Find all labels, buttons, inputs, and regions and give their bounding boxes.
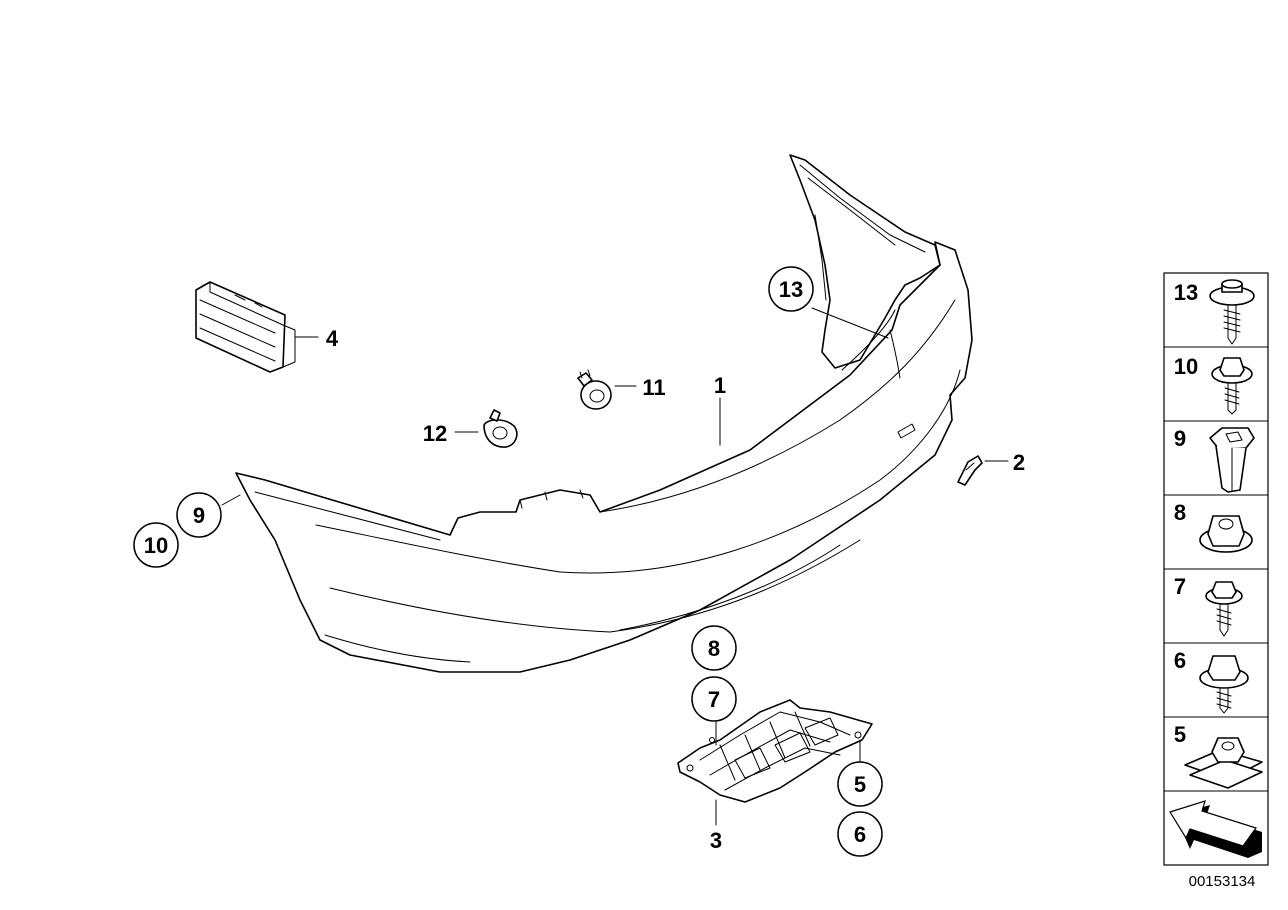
clip-nut-icon bbox=[1184, 737, 1263, 789]
hex-flange-screw-icon bbox=[1211, 357, 1253, 415]
callout-3[interactable]: 3 bbox=[710, 828, 722, 853]
large-hex-screw-icon bbox=[1199, 655, 1249, 714]
svg-text:8: 8 bbox=[708, 636, 720, 661]
svg-text:6: 6 bbox=[854, 822, 866, 847]
svg-text:9: 9 bbox=[193, 503, 205, 528]
clip-part-12[interactable] bbox=[483, 409, 518, 448]
legend-item-13[interactable]: 13 bbox=[1174, 279, 1255, 345]
clip-part-11[interactable] bbox=[577, 369, 612, 410]
orientation-arrow-icon bbox=[1169, 800, 1262, 858]
svg-text:9: 9 bbox=[1174, 426, 1186, 451]
svg-text:10: 10 bbox=[1174, 354, 1198, 379]
legend-item-9[interactable]: 9 bbox=[1174, 426, 1255, 493]
callout-2[interactable]: 2 bbox=[1013, 450, 1025, 475]
bracket-part-2[interactable] bbox=[957, 455, 983, 486]
svg-text:3: 3 bbox=[710, 828, 722, 853]
svg-text:7: 7 bbox=[708, 687, 720, 712]
callout-1[interactable]: 1 bbox=[714, 373, 726, 398]
callout-5[interactable]: 5 bbox=[837, 761, 883, 807]
svg-text:7: 7 bbox=[1174, 574, 1186, 599]
underbody-shield-part-3[interactable] bbox=[677, 699, 873, 803]
svg-text:12: 12 bbox=[423, 421, 447, 446]
callout-13[interactable]: 13 bbox=[768, 266, 814, 312]
legend-item-7[interactable]: 7 bbox=[1174, 574, 1243, 637]
callout-7[interactable]: 7 bbox=[691, 676, 737, 722]
callout-9[interactable]: 9 bbox=[176, 492, 222, 538]
callout-11[interactable]: 11 bbox=[642, 375, 665, 400]
expanding-nut-icon bbox=[1209, 427, 1255, 493]
legend-item-8[interactable]: 8 bbox=[1174, 500, 1253, 553]
callout-6[interactable]: 6 bbox=[837, 811, 883, 857]
callout-12[interactable]: 12 bbox=[423, 421, 447, 446]
svg-text:4: 4 bbox=[326, 326, 339, 351]
svg-text:13: 13 bbox=[1174, 280, 1198, 305]
svg-text:5: 5 bbox=[854, 772, 866, 797]
legend-item-5[interactable]: 5 bbox=[1174, 722, 1263, 789]
svg-text:11: 11 bbox=[642, 375, 665, 400]
svg-text:2: 2 bbox=[1013, 450, 1025, 475]
callout-10[interactable]: 10 bbox=[133, 522, 179, 568]
svg-text:10: 10 bbox=[144, 533, 168, 558]
diagram-number: 00153134 bbox=[1189, 873, 1256, 890]
small-hex-screw-icon bbox=[1205, 581, 1243, 637]
vent-grille-part[interactable] bbox=[195, 281, 296, 373]
svg-text:13: 13 bbox=[779, 277, 803, 302]
svg-text:5: 5 bbox=[1174, 722, 1186, 747]
svg-text:6: 6 bbox=[1174, 648, 1186, 673]
svg-text:00153134: 00153134 bbox=[1189, 873, 1256, 890]
svg-text:8: 8 bbox=[1174, 500, 1186, 525]
legend-item-6[interactable]: 6 bbox=[1174, 648, 1249, 714]
callout-4[interactable]: 4 bbox=[326, 326, 339, 351]
leader-lines bbox=[221, 307, 1009, 826]
legend-item-10[interactable]: 10 bbox=[1174, 354, 1253, 415]
flange-screw-icon bbox=[1209, 279, 1255, 345]
hex-nut-icon bbox=[1199, 515, 1253, 553]
callout-8[interactable]: 8 bbox=[691, 625, 737, 671]
rear-bumper-panel[interactable] bbox=[235, 154, 973, 673]
svg-text:1: 1 bbox=[714, 373, 726, 398]
